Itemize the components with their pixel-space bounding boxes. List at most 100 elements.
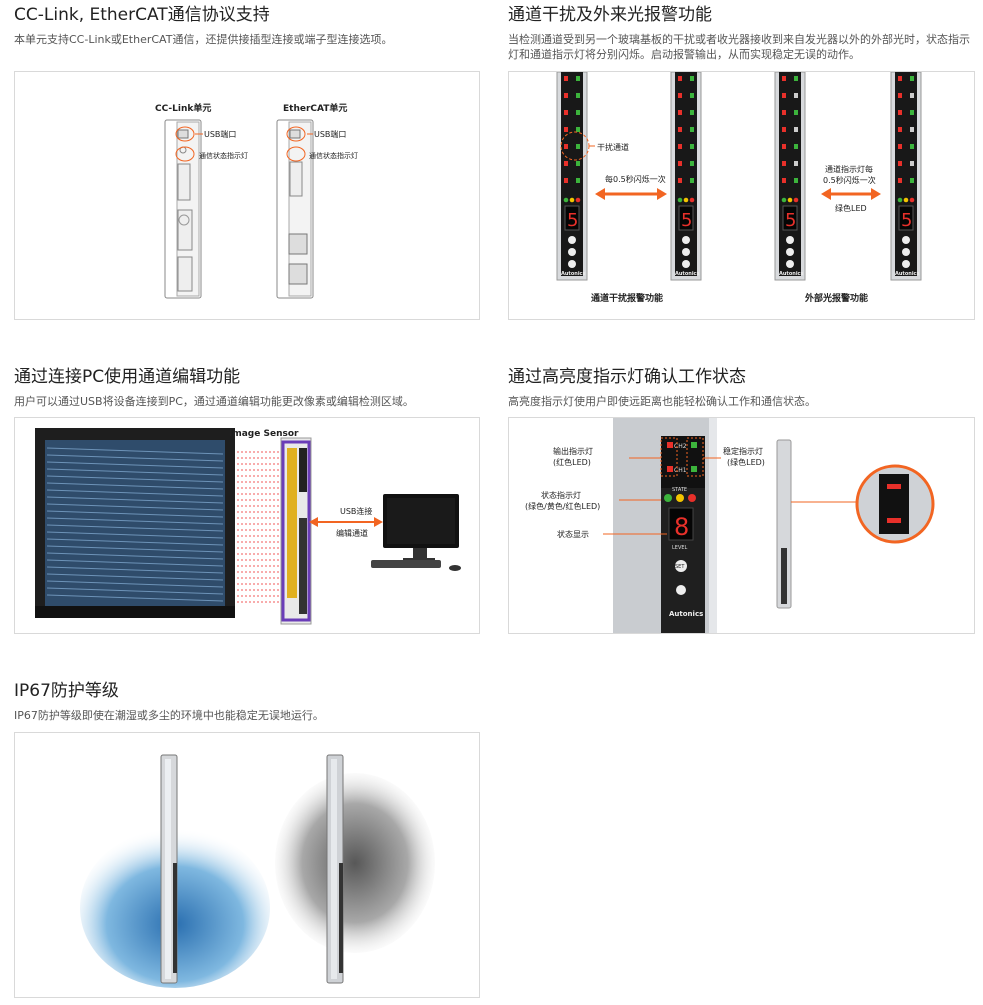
output-led-label-2: (红色LED) <box>553 457 591 467</box>
stable-led-label-2: (绿色LED) <box>727 457 765 467</box>
caption-external-light: 外部光报警功能 <box>804 292 868 304</box>
stable-led <box>910 76 914 81</box>
state-text: STATE <box>672 487 687 493</box>
output-led <box>678 144 682 149</box>
green-led-label: 绿色LED <box>835 203 867 213</box>
output-led <box>782 161 786 166</box>
long-sensor <box>776 439 792 609</box>
state-led <box>563 197 569 203</box>
state-led <box>575 197 581 203</box>
stable-led <box>910 178 914 183</box>
edit-channel-label: 编辑通道 <box>336 528 368 538</box>
channel-blink-label-1: 通道指示灯每 <box>825 164 873 174</box>
stable-led <box>576 93 580 98</box>
stable-led <box>794 161 798 166</box>
ethercat-unit-drawing <box>276 119 314 299</box>
output-led <box>782 93 786 98</box>
double-arrow-right <box>821 188 881 200</box>
sensor-in-dust <box>326 754 344 984</box>
usb-port-label-left: USB端口 <box>204 129 236 139</box>
stable-led <box>794 178 798 183</box>
output-led <box>898 144 902 149</box>
status-led-label-right: 通信状态指示灯 <box>309 151 358 160</box>
output-led <box>564 144 568 149</box>
stable-led <box>910 93 914 98</box>
output-led <box>678 76 682 81</box>
stable-led <box>794 127 798 132</box>
stable-led <box>576 144 580 149</box>
output-led-label-1: 输出指示灯 <box>553 446 593 456</box>
state-led <box>683 197 689 203</box>
led-figure: CH2 CH1 STATE 8 LEVEL SET Autonics 输出指示灯… <box>508 417 975 634</box>
section-title: 通道干扰及外来光报警功能 <box>508 5 712 25</box>
ip67-figure <box>14 732 480 998</box>
stable-led <box>794 93 798 98</box>
stable-led <box>576 127 580 132</box>
stable-led <box>794 76 798 81</box>
state-display-label: 状态显示 <box>557 529 589 539</box>
section-description: 本单元支持CC-Link或EtherCAT通信，还提供接插型连接或端子型连接选项… <box>14 33 393 46</box>
section-description: 当检测通道受到另一个玻璃基板的干扰或者收光器接收到来自发光器以外的外部光时，状态… <box>508 33 970 61</box>
state-led <box>689 197 695 203</box>
output-led <box>678 127 682 132</box>
interference-label: 干扰通道 <box>597 142 629 152</box>
stable-led <box>690 127 694 132</box>
image-sensor <box>280 437 312 625</box>
display-digit: 5 <box>901 210 912 231</box>
sensor-button <box>786 260 794 268</box>
brand-logo: Autonics <box>675 271 699 277</box>
double-arrow-left <box>595 188 667 200</box>
section-description: 用户可以通过USB将设备连接到PC，通过通道编辑功能更改像素或编辑检测区域。 <box>14 395 414 408</box>
display-digit: 5 <box>785 210 796 231</box>
display-digit: 5 <box>681 210 692 231</box>
brand-logo: Autonics <box>669 610 703 618</box>
brand-logo: Autonics <box>779 271 803 277</box>
state-led-label-1: 状态指示灯 <box>541 490 581 500</box>
output-led <box>898 127 902 132</box>
output-led <box>564 178 568 183</box>
cclink-unit-drawing <box>164 119 202 299</box>
output-led <box>564 110 568 115</box>
channel-blink-label-2: 0.5秒闪烁一次 <box>823 175 876 185</box>
state-led <box>677 197 683 203</box>
sensor-button <box>786 236 794 244</box>
stable-led <box>910 127 914 132</box>
usb-arrow <box>309 517 383 527</box>
stable-led-label-1: 稳定指示灯 <box>723 446 763 456</box>
dust-cloud <box>275 773 435 953</box>
section-title: CC-Link, EtherCAT通信协议支持 <box>14 5 270 25</box>
stable-led <box>690 144 694 149</box>
output-led <box>898 76 902 81</box>
stable-led <box>576 110 580 115</box>
blink-label: 每0.5秒闪烁一次 <box>605 174 666 184</box>
stable-led <box>910 144 914 149</box>
stable-led <box>576 178 580 183</box>
pc-edit-figure: Image Sensor USB连接 编辑通道 <box>14 417 480 634</box>
stable-led <box>690 93 694 98</box>
sensor-button <box>786 248 794 256</box>
output-led <box>678 93 682 98</box>
led-diagram: CH2 CH1 STATE 8 LEVEL SET Autonics 输出指示灯… <box>525 418 935 633</box>
sensor-button <box>682 248 690 256</box>
output-led <box>564 76 568 81</box>
output-led <box>782 178 786 183</box>
sensor-button <box>568 236 576 244</box>
output-led <box>782 127 786 132</box>
section-alarm: 通道干扰及外来光报警功能 当检测通道受到另一个玻璃基板的干扰或者收光器接收到来自… <box>508 4 973 62</box>
output-led <box>678 178 682 183</box>
output-led <box>898 161 902 166</box>
state-led <box>909 197 915 203</box>
usb-connect-label: USB连接 <box>340 506 372 516</box>
section-description: 高亮度指示灯使用户即使远距离也能轻松确认工作和通信状态。 <box>508 395 816 408</box>
pc-monitor <box>371 494 461 571</box>
stable-led <box>576 76 580 81</box>
stable-led <box>794 110 798 115</box>
output-led <box>782 110 786 115</box>
output-led <box>564 161 568 166</box>
